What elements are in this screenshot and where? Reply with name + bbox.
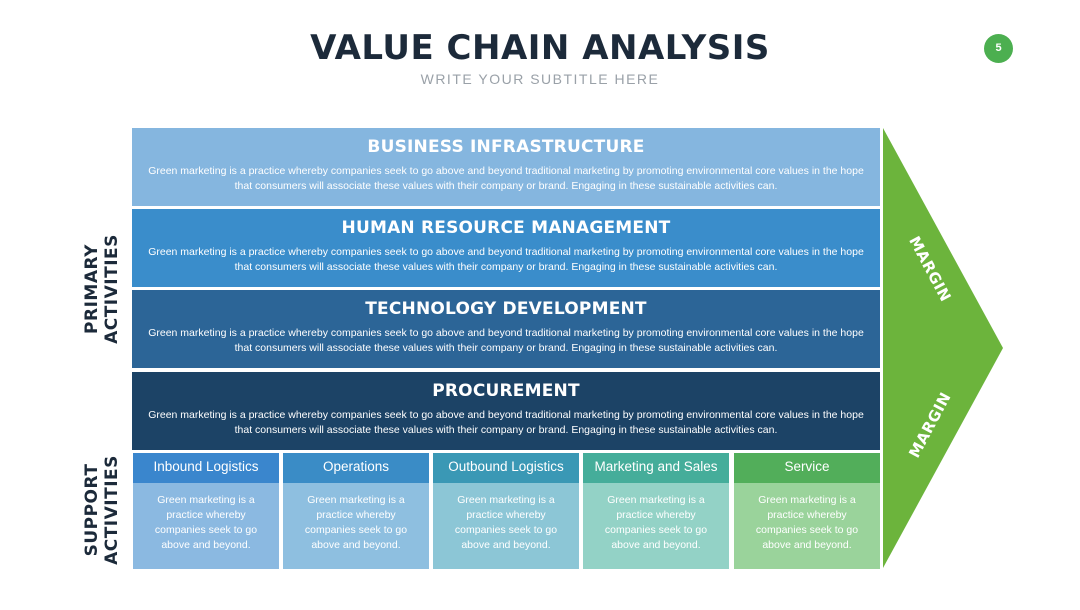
column-body-service: Green marketing is a practice whereby co…	[734, 483, 880, 569]
band-title: PROCUREMENT	[432, 381, 580, 401]
band-title: HUMAN RESOURCE MANAGEMENT	[341, 218, 671, 238]
band-title: TECHNOLOGY DEVELOPMENT	[365, 299, 647, 319]
column-head-service: Service	[734, 453, 880, 483]
band-business-infrastructure: BUSINESS INFRASTRUCTURE Green marketing …	[132, 128, 880, 206]
column-body-outbound-logistics: Green marketing is a practice whereby co…	[433, 483, 579, 569]
column-head-inbound-logistics: Inbound Logistics	[133, 453, 279, 483]
page-subtitle: WRITE YOUR SUBTITLE HERE	[420, 71, 660, 87]
column-body-operations: Green marketing is a practice whereby co…	[283, 483, 429, 569]
column-head-operations: Operations	[283, 453, 429, 483]
page-title: VALUE CHAIN ANALYSIS	[310, 28, 770, 68]
column-body-inbound-logistics: Green marketing is a practice whereby co…	[133, 483, 279, 569]
margin-arrow-shape	[883, 128, 1003, 568]
band-human-resource-management: HUMAN RESOURCE MANAGEMENT Green marketin…	[132, 209, 880, 287]
page-number-badge: 5	[984, 34, 1013, 63]
band-description: Green marketing is a practice whereby co…	[148, 327, 864, 354]
column-body-marketing-and-sales: Green marketing is a practice whereby co…	[583, 483, 729, 569]
band-description: Green marketing is a practice whereby co…	[148, 246, 864, 273]
column-head-outbound-logistics: Outbound Logistics	[433, 453, 579, 483]
band-title: BUSINESS INFRASTRUCTURE	[367, 137, 645, 157]
band-description: Green marketing is a practice whereby co…	[148, 409, 864, 436]
band-technology-development: TECHNOLOGY DEVELOPMENT Green marketing i…	[132, 290, 880, 368]
band-procurement: PROCUREMENT Green marketing is a practic…	[132, 372, 880, 450]
band-description: Green marketing is a practice whereby co…	[148, 165, 864, 192]
column-head-marketing-and-sales: Marketing and Sales	[583, 453, 729, 483]
